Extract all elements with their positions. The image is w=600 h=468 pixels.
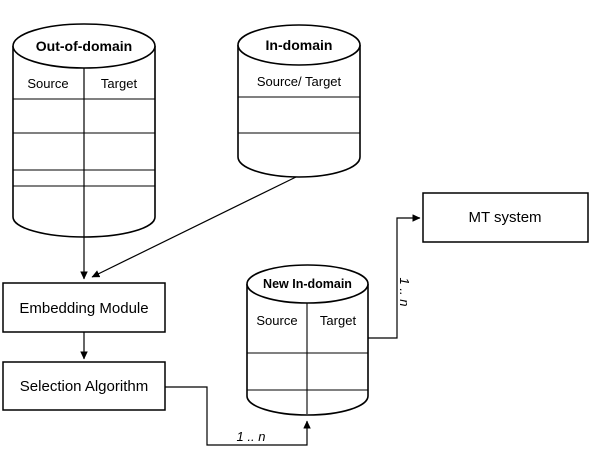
arrow-in-domain-to-embedding bbox=[91, 176, 297, 278]
out-of-domain-col-target: Target bbox=[101, 76, 138, 91]
out-of-domain-col-source: Source bbox=[27, 76, 68, 91]
selection-algorithm-label: Selection Algorithm bbox=[20, 378, 148, 395]
out-of-domain-cylinder: Out-of-domain Source Target bbox=[12, 23, 156, 280]
selection-algorithm-box bbox=[2, 361, 166, 411]
embedding-module-box bbox=[2, 282, 166, 333]
mt-system: MT system bbox=[422, 192, 589, 243]
new-in-domain-cylinder: New In-domain Source Target bbox=[246, 264, 369, 416]
new-in-domain-top-ellipse bbox=[246, 264, 369, 304]
out-of-domain-top-ellipse bbox=[12, 23, 156, 69]
edge-label-new-to-mt: 1 .. n bbox=[397, 278, 412, 307]
new-in-domain-col-source: Source bbox=[256, 313, 297, 328]
in-domain-top-ellipse bbox=[237, 24, 361, 66]
selection-algorithm: Selection Algorithm bbox=[2, 361, 166, 411]
new-in-domain-bottom-curve bbox=[246, 395, 369, 416]
arrow-selection-to-new-in-domain bbox=[165, 386, 311, 446]
new-in-domain-col-target: Target bbox=[320, 313, 357, 328]
mt-system-box bbox=[422, 192, 589, 243]
arrow-new-in-domain-to-mt bbox=[368, 214, 421, 339]
in-domain-col-label: Source/ Target bbox=[257, 74, 342, 89]
in-domain-title: In-domain bbox=[266, 37, 333, 53]
in-domain-bottom-curve bbox=[237, 156, 361, 178]
out-of-domain-title: Out-of-domain bbox=[36, 38, 132, 54]
new-in-domain-title: New In-domain bbox=[263, 277, 352, 291]
embedding-module-label: Embedding Module bbox=[19, 300, 148, 317]
mt-system-label: MT system bbox=[468, 209, 541, 226]
embedding-module: Embedding Module bbox=[2, 282, 166, 333]
edge-label-selection-to-new: 1 .. n bbox=[237, 429, 266, 444]
in-domain-cylinder: In-domain Source/ Target bbox=[91, 24, 361, 278]
